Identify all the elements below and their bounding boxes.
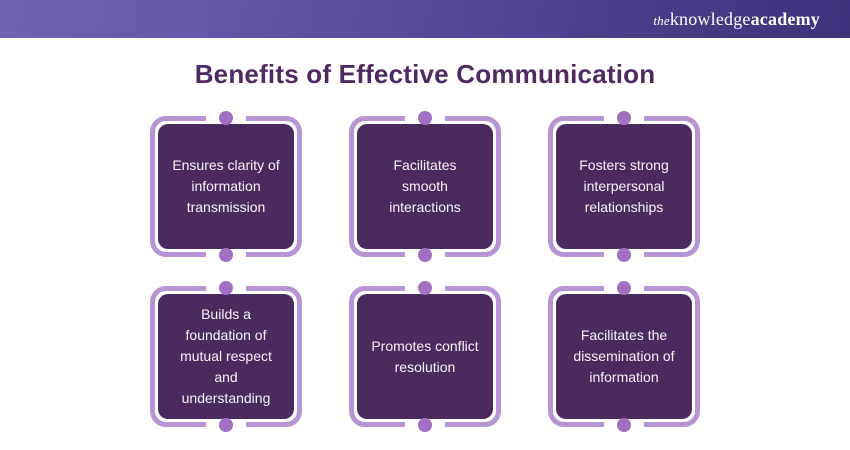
connector-dot-top (418, 111, 432, 125)
logo-knowledge: knowledge (669, 8, 751, 29)
benefits-grid: Ensures clarity of information transmiss… (150, 111, 700, 432)
page-title: Benefits of Effective Communication (194, 59, 656, 89)
connector-dot-bottom (219, 418, 233, 432)
connector-dot-bottom (418, 418, 432, 432)
benefit-card-label: Facilitates smooth interactions (357, 124, 493, 249)
connector-dot-top (219, 281, 233, 295)
logo-the: the (653, 12, 670, 28)
benefit-card-1: Ensures clarity of information transmiss… (150, 111, 302, 262)
connector-dot-bottom (219, 248, 233, 262)
benefit-card-label: Facilitates the dissemination of informa… (556, 294, 692, 419)
benefit-card-4: Builds a foundation of mutual respect an… (150, 281, 302, 432)
logo-academy: academy (750, 8, 820, 29)
connector-dot-top (418, 281, 432, 295)
connector-dot-top (617, 281, 631, 295)
connector-dot-bottom (617, 248, 631, 262)
connector-dot-top (617, 111, 631, 125)
benefit-card-label: Builds a foundation of mutual respect an… (158, 294, 294, 419)
benefit-card-label: Fosters strong interpersonal relationshi… (556, 124, 692, 249)
header-bar: theknowledgeacademy (0, 0, 850, 38)
benefit-card-3: Fosters strong interpersonal relationshi… (548, 111, 700, 262)
connector-dot-bottom (418, 248, 432, 262)
benefit-card-label: Ensures clarity of information transmiss… (158, 124, 294, 249)
benefit-card-2: Facilitates smooth interactions (349, 111, 501, 262)
benefit-card-5: Promotes conflict resolution (349, 281, 501, 432)
benefit-card-6: Facilitates the dissemination of informa… (548, 281, 700, 432)
connector-dot-bottom (617, 418, 631, 432)
benefit-card-label: Promotes conflict resolution (357, 294, 493, 419)
knowledge-academy-logo: theknowledgeacademy (653, 9, 820, 30)
connector-dot-top (219, 111, 233, 125)
